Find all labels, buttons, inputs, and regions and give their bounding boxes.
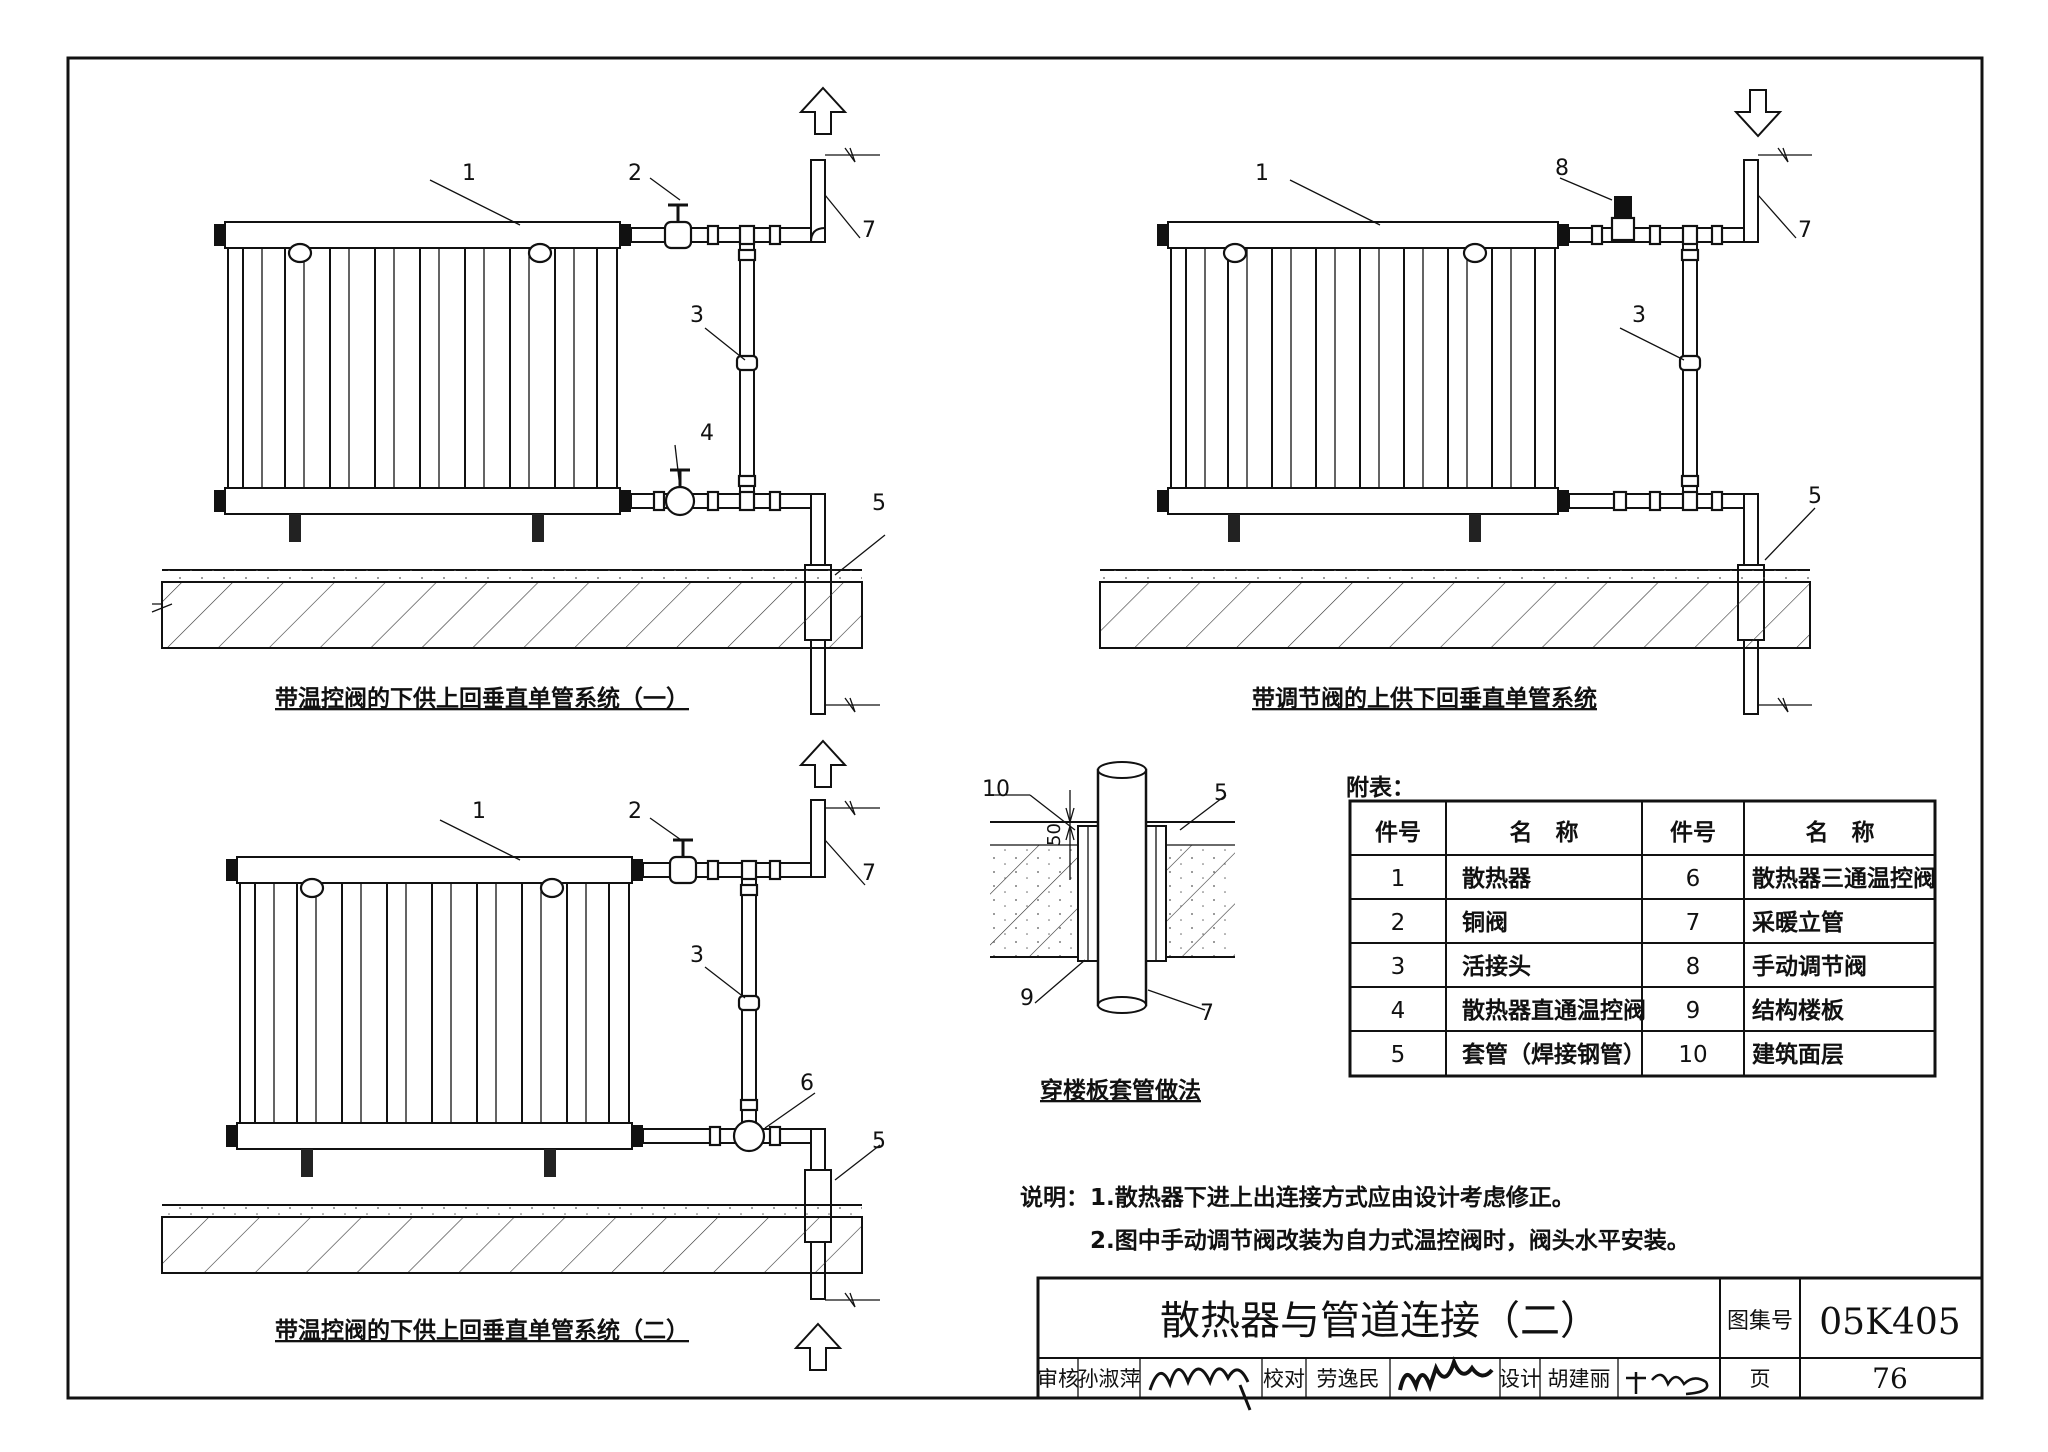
callout-5-fig2: 5 [1808,484,1822,509]
table-cell-part-no-right: 8 [1686,954,1701,980]
figure-1-title: 带温控阀的下供上回垂直单管系统（一） [275,685,689,712]
table-cell-part-no-left: 2 [1391,910,1406,936]
table-cell-part-name-left: 散热器 [1462,866,1532,892]
callout-1-fig1: 1 [462,161,476,186]
table-cell-part-no-right: 6 [1686,866,1701,892]
callout-5-fig4: 5 [1214,781,1228,806]
figure-2-title: 带调节阀的上供下回垂直单管系统 [1252,685,1597,712]
table-cell-part-no-right: 7 [1686,910,1701,936]
table-cell-part-no-left: 3 [1391,954,1406,980]
design-label: 设计 [1499,1367,1541,1391]
table-cell-part-name-right: 建筑面层 [1752,1041,1844,1068]
table-cell-part-name-right: 散热器三通温控阀 [1752,865,1936,892]
th-name-1: 名 称 [1510,819,1579,846]
review-label: 审核 [1037,1367,1079,1391]
th-part-no-2: 件号 [1670,820,1716,846]
designer-signature [1626,1372,1709,1396]
callout-3-fig1: 3 [690,303,704,328]
page-number: 76 [1872,1362,1908,1395]
flow-arrow-up-3-top [798,739,848,788]
flow-arrow-up-3-bottom [793,1322,843,1371]
parts-table: 附表： 件号 名 称 件号 名 称 1 散热器 6 散热器三通温控阀 2 铜阀 7 采暖立管 3… [1346,774,1937,1078]
th-name-2: 名 称 [1806,819,1875,846]
table-cell-part-name-left: 套管（焊接钢管） [1462,1041,1646,1068]
callout-9-fig4: 9 [1020,986,1034,1011]
checker-name: 劳逸民 [1317,1367,1380,1391]
figure-2: 1 8 3 5 7 带调节阀的上供下回垂直单管系统 [1099,89,1822,715]
table-cell-part-name-left: 散热器直通温控阀 [1462,997,1646,1024]
th-part-no-1: 件号 [1375,820,1421,846]
radiator-3 [226,856,643,1177]
radiator-columns [227,247,618,489]
atlas-number: 05K405 [1819,1302,1960,1343]
figure-1: 1 2 3 4 5 7 带温控阀的下供上回垂直单管系统（一） [151,86,886,715]
callout-6-fig3: 6 [800,1071,814,1096]
note-1: 1.散热器下进上出连接方式应由设计考虑修正。 [1090,1184,1575,1211]
drawing-title: 散热器与管道连接（二） [1160,1298,1600,1344]
parts-table-title: 附表： [1346,774,1415,801]
table-cell-part-no-right: 10 [1678,1042,1707,1068]
table-cell-part-name-right: 结构楼板 [1752,997,1845,1024]
parts-table-rows: 1 散热器 6 散热器三通温控阀 2 铜阀 7 采暖立管 3 活接头 8 手动调节阀 4 散热器直通温控阀… [1391,865,1936,1068]
page-label: 页 [1750,1367,1771,1391]
callout-7-fig4: 7 [1200,1001,1214,1026]
sheet-border [66,56,1984,1400]
check-label: 校对 [1263,1367,1305,1391]
table-cell-part-no-left: 1 [1391,866,1406,892]
flow-arrow-up-1 [798,86,848,135]
callout-5-fig1: 5 [872,491,886,516]
notes-label: 说明： [1020,1184,1089,1211]
floor-slab-3 [161,1204,863,1274]
checker-signature [1398,1356,1494,1393]
title-block: 散热器与管道连接（二） 图集号 05K405 审核 孙淑萍 校对 劳逸民 设计 … [1036,1276,1984,1411]
figure-4-sleeve-detail: 50 10 5 9 7 穿楼板套管做法 [982,761,1235,1104]
floor-slab-1 [151,569,863,649]
reviewer-signature [1148,1367,1252,1411]
callout-3-fig3: 3 [690,943,704,968]
radiator-columns [1170,247,1556,489]
table-cell-part-name-left: 铜阀 [1462,909,1508,936]
callout-7-fig1: 7 [862,218,876,243]
figure-4-title: 穿楼板套管做法 [1040,1077,1201,1104]
floor-slab-2 [1099,569,1811,649]
figure-3: 1 2 3 6 5 7 带温控阀的下供上回垂直单管系统（二） [161,739,886,1371]
atlas-label: 图集号 [1727,1309,1793,1334]
radiator-2 [1157,221,1569,542]
callout-4-fig1: 4 [700,421,714,446]
figure-3-title: 带温控阀的下供上回垂直单管系统（二） [275,1317,689,1344]
reviewer-name: 孙淑萍 [1078,1367,1141,1391]
callout-1-fig3: 1 [472,799,486,824]
table-cell-part-no-right: 9 [1686,998,1701,1024]
table-cell-part-no-left: 4 [1391,998,1406,1024]
radiator-columns [239,882,630,1124]
callout-10-fig4: 10 [982,777,1010,802]
callout-5-fig3: 5 [872,1129,886,1154]
note-2: 2.图中手动调节阀改装为自力式温控阀时，阀头水平安装。 [1090,1227,1690,1254]
dimension-50: 50 [1044,823,1065,846]
piping-3 [642,799,880,1308]
callout-3-fig2: 3 [1632,303,1646,328]
callout-7-fig3: 7 [862,861,876,886]
table-cell-part-no-left: 5 [1391,1042,1406,1068]
flow-arrow-down-2 [1733,89,1783,138]
callout-2-fig3: 2 [628,799,642,824]
table-cell-part-name-right: 采暖立管 [1752,909,1844,936]
table-cell-part-name-right: 手动调节阀 [1752,954,1867,980]
callout-7-fig2: 7 [1798,218,1812,243]
callout-2-fig1: 2 [628,161,642,186]
table-cell-part-name-left: 活接头 [1462,954,1531,980]
callout-8-fig2: 8 [1555,156,1569,181]
designer-name: 胡建丽 [1548,1367,1611,1391]
callout-1-fig2: 1 [1255,161,1269,186]
radiator-1 [214,221,631,542]
notes: 说明： 1.散热器下进上出连接方式应由设计考虑修正。 2.图中手动调节阀改装为自… [1020,1184,1690,1254]
leader-1 [429,179,521,226]
